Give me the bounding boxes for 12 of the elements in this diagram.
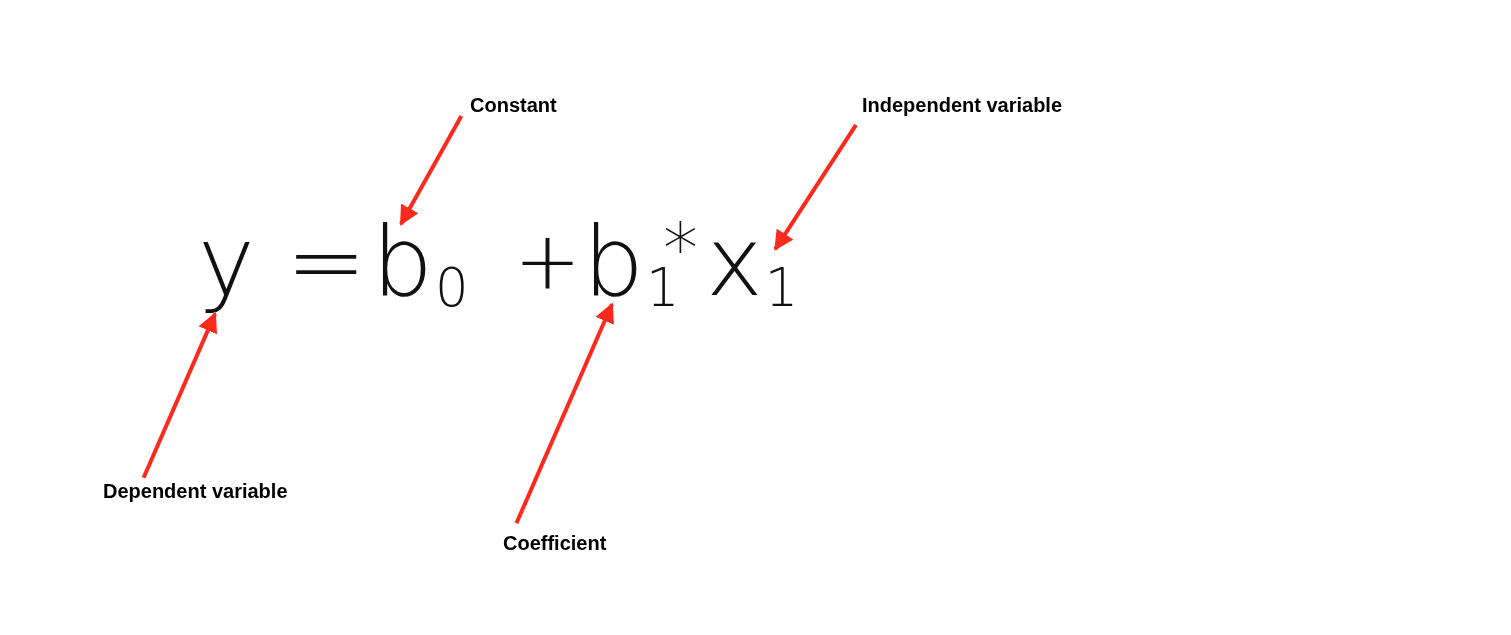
leader-arrow: [514, 302, 614, 524]
leader-arrow: [773, 123, 858, 251]
leader-arrow: [399, 115, 464, 226]
math-operator: +: [514, 222, 582, 302]
math-symbol: b$_{0}$: [372, 214, 469, 315]
math-operator: =: [286, 214, 367, 310]
callout-label: Coefficient: [503, 532, 607, 554]
callout-label: Constant: [470, 94, 557, 116]
math-symbol: x$_{1}$: [706, 214, 799, 315]
callout-label: Dependent variable: [103, 480, 288, 502]
callout-label: Independent variable: [862, 94, 1063, 116]
leader-arrow: [141, 312, 217, 479]
